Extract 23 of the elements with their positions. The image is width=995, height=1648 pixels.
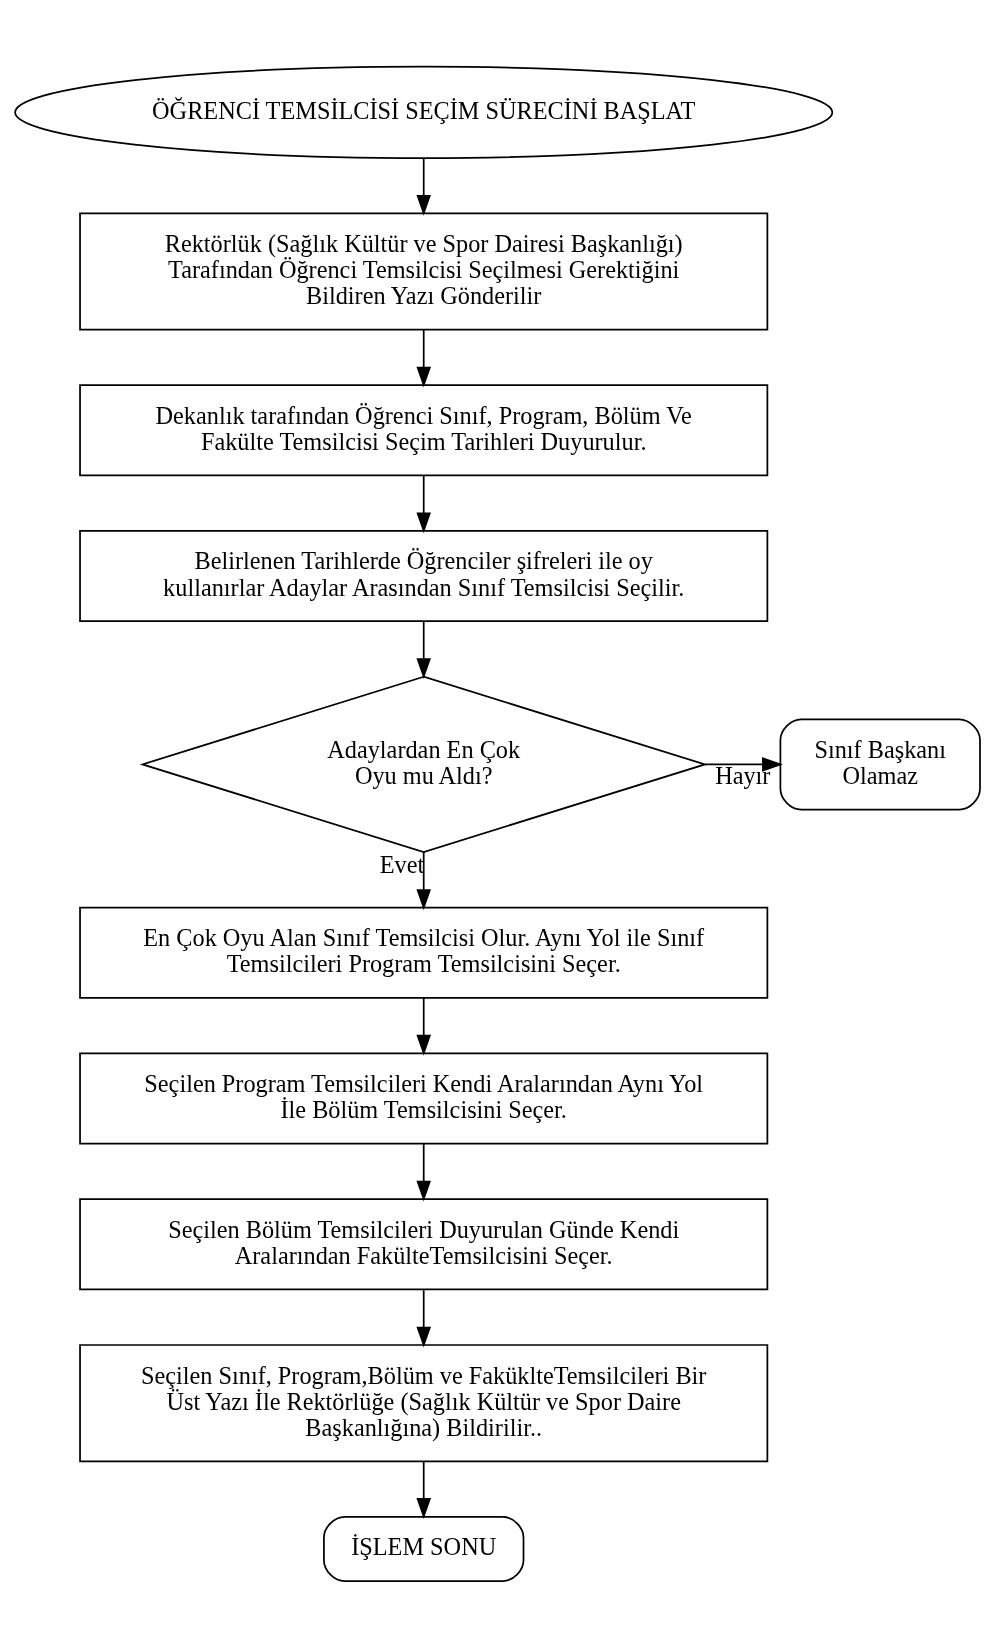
node-box: Seçilen Bölüm Temsilcileri Duyurulan Günde Kendi Aralarından FakülteTemsilcisini Seçer.	[79, 1198, 769, 1291]
arrow	[416, 997, 431, 1056]
node-box: Belirlenen Tarihlerde Öğrenciler şifreleri ile oy kullanırlar Adaylar Arasından Sınıf Temsilcisi Seçilir.	[79, 530, 769, 623]
node-box: Dekanlık tarafından Öğrenci Sınıf, Program, Bölüm Ve Fakülte Temsilcisi Seçim Tarihleri Duyurulur.	[79, 384, 769, 477]
node-diamond: Adaylardan En Çok Oyu mu Aldı?	[139, 675, 708, 853]
arrow	[416, 328, 431, 388]
arrow	[416, 1289, 431, 1348]
arrow	[416, 157, 431, 216]
node-box: Rektörlük (Sağlık Kültür ve Spor Dairesi Başkanlığı) Tarafından Öğrenci Temsilcisi Seçilmesi Gerektiğini Bildiren Yazı Gönderilir	[79, 212, 769, 331]
arrow	[416, 1142, 431, 1202]
arrow	[704, 757, 783, 772]
node-box: Sınıf Başkanı Olamaz	[779, 718, 981, 811]
arrow	[416, 851, 431, 911]
node-box: Seçilen Sınıf, Program,Bölüm ve FaküklteTemsilcileri Bir Üst Yazı İle Rektörlüğe (Sağlık Kültür ve Spor Daire Başkanlığına) Bildirilir..	[79, 1344, 769, 1463]
node-box: Seçilen Program Temsilcileri Kendi Aralarından Aynı Yol İle Bölüm Temsilcisini Seçer.	[79, 1052, 769, 1145]
arrow	[416, 620, 431, 679]
arrow	[416, 474, 431, 534]
node-box: İŞLEM SONU	[323, 1515, 525, 1582]
edge-label: Evet	[379, 850, 425, 878]
arrow	[416, 1461, 431, 1519]
node-box: En Çok Oyu Alan Sınıf Temsilcisi Olur. Aynı Yol ile Sınıf Temsilcileri Program Temsilcisini Seçer.	[79, 906, 769, 999]
edge-label: Hayır	[715, 761, 771, 789]
node-ellipse: ÖĞRENCİ TEMSİLCİSİ SEÇİM SÜRECİNİ BAŞLAT	[14, 65, 834, 159]
